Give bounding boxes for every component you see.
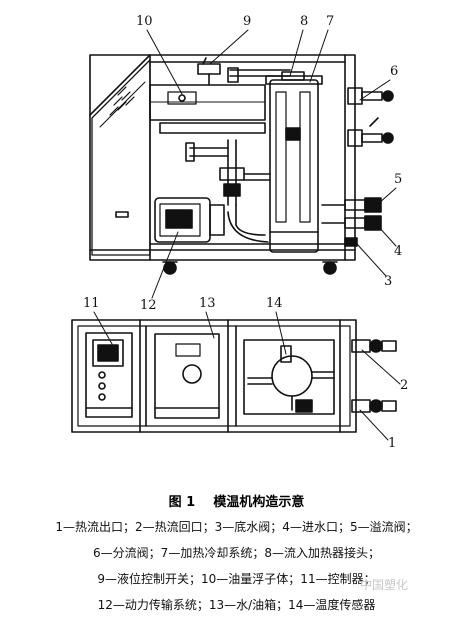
callout-12: 12: [140, 298, 157, 313]
figure-caption: 图 1 模温机构造示意: [0, 491, 473, 510]
callout-2: 2: [400, 378, 409, 393]
figure-title: 模温机构造示意: [213, 495, 305, 510]
legend-line-4: 12—动力传输系统；13—水/油箱；14—温度传感器: [97, 598, 376, 612]
callout-3: 3: [384, 274, 393, 289]
watermark: 中国塑化: [360, 578, 409, 592]
callout-7: 7: [326, 14, 335, 29]
side-view: [89, 29, 397, 299]
callout-13: 13: [199, 296, 216, 311]
callout-14: 14: [266, 296, 283, 311]
mold-temperature-controller-diagram: [71, 29, 401, 441]
callout-5: 5: [394, 172, 403, 187]
legend-line-3: 9—液位控制开关；10—油量浮子体；11—控制器；: [97, 572, 376, 586]
legend-line-2: 6—分流阀；7—加热冷却系统；8—流入加热器接头；: [93, 546, 380, 560]
callout-1: 1: [388, 436, 397, 451]
callout-6: 6: [390, 64, 399, 79]
callout-4: 4: [394, 244, 403, 259]
callout-9: 9: [243, 14, 252, 29]
callout-10: 10: [136, 14, 153, 29]
callout-11: 11: [83, 296, 100, 311]
legend-line-1: 1—热流出口；2—热流回口；3—底水阀；4—进水口；5—溢流阀；: [55, 520, 418, 534]
plan-view: [71, 311, 401, 441]
figure-number: 图 1: [168, 495, 196, 510]
callout-8: 8: [300, 14, 309, 29]
